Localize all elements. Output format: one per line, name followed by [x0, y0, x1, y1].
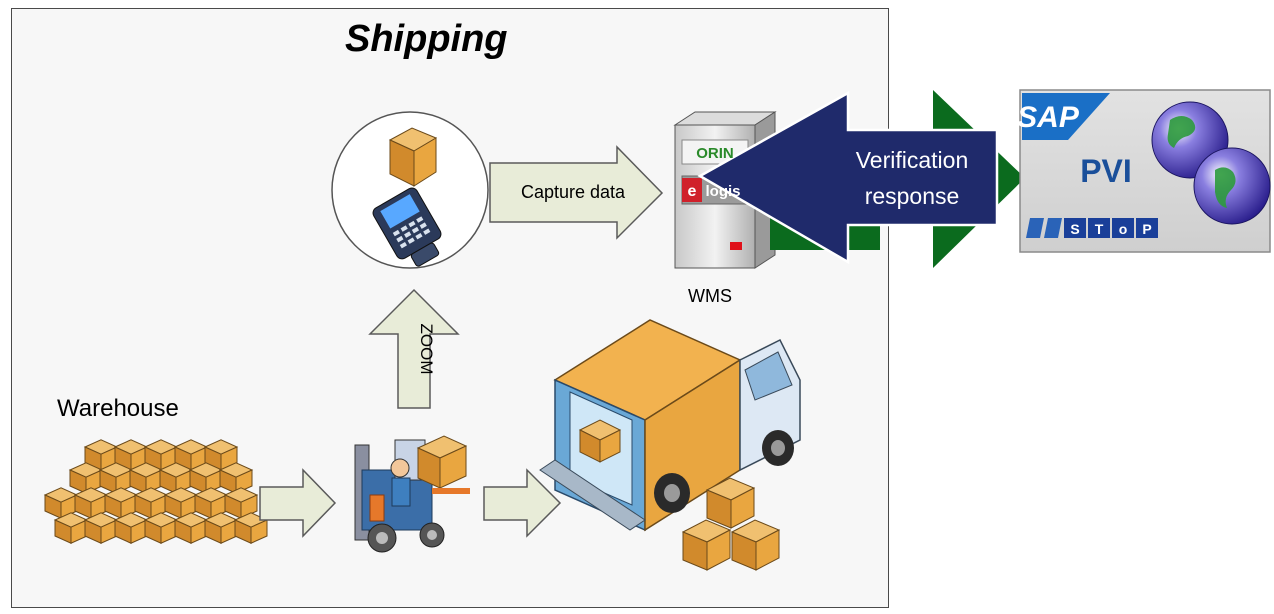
- verification-label-line2: response: [865, 183, 960, 209]
- forklift-to-truck-arrow: [483, 468, 562, 538]
- capture-data-arrow: [489, 145, 664, 240]
- server-logo-top: ORIN: [696, 145, 734, 162]
- wms-label: WMS: [688, 286, 732, 306]
- stop-logo-letter-o: o: [1119, 221, 1128, 237]
- zoom-label: ZOOM: [417, 324, 436, 375]
- sap-logo: SAP: [1017, 101, 1080, 134]
- server-logo-bottom: logis: [705, 183, 740, 200]
- stop-logo-letter-p: P: [1142, 221, 1151, 237]
- zoom-arrow: [368, 288, 460, 409]
- box-stack-icon: [681, 477, 781, 571]
- package-icon: [388, 127, 438, 216]
- stop-logo-letter-t: T: [1095, 221, 1104, 237]
- warehouse-to-forklift-arrow: [259, 468, 337, 538]
- handheld-scanner-icon: [372, 187, 442, 267]
- server-logo-prefix: e: [688, 183, 697, 200]
- truck-icon: [539, 319, 801, 532]
- warehouse-label: Warehouse: [57, 395, 179, 422]
- pvi-label: PVI: [1080, 153, 1132, 189]
- verification-response-arrow: [697, 90, 999, 265]
- capture-data-label: Capture data: [521, 182, 626, 202]
- verification-label-line1: Verification: [856, 147, 969, 173]
- box-face: [240, 494, 258, 519]
- warehouse-boxes-icon: [43, 439, 269, 544]
- box-face: [235, 469, 253, 494]
- forklift-icon: [354, 435, 470, 553]
- diagram-title: Shipping: [345, 18, 508, 60]
- stop-logo: [1026, 218, 1158, 238]
- stop-logo-letter-s: S: [1070, 221, 1079, 237]
- pvi-panel: [1019, 89, 1271, 253]
- box-face: [250, 519, 268, 544]
